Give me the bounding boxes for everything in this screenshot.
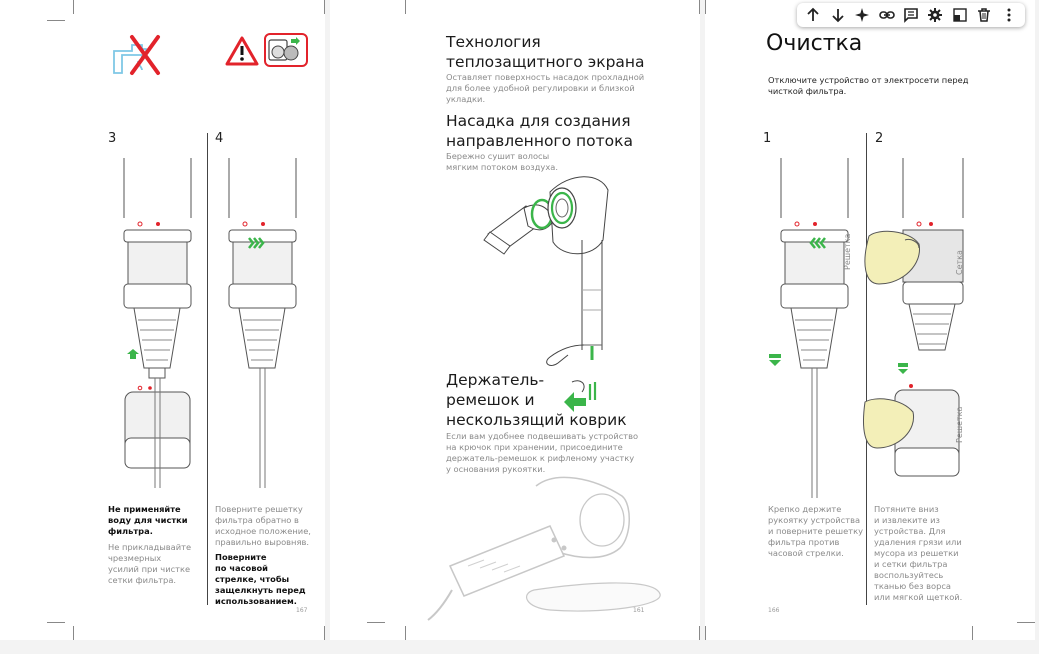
more-options-button[interactable] bbox=[999, 5, 1019, 25]
page-number: 166 bbox=[768, 607, 780, 614]
document-page-left: 3 4 Не применяйте воду для чистки фильтр… bbox=[0, 0, 325, 640]
unplug-icon bbox=[264, 33, 308, 67]
page-number: 167 bbox=[296, 607, 308, 614]
text-strap-mat: Если вам удобнее подвешивать устройство … bbox=[446, 431, 639, 474]
label-grille-1: Решетка bbox=[843, 233, 852, 270]
crop-button[interactable] bbox=[950, 5, 970, 25]
arrow-down-icon bbox=[832, 9, 844, 23]
arrow-up-icon bbox=[807, 7, 819, 21]
document-page-right: Очистка Отключите устройство от электрос… bbox=[705, 0, 1035, 640]
document-page-middle: Технология теплозащитного экрана Оставля… bbox=[330, 0, 700, 640]
step-4-instruction: Поверните по часовой стрелке, чтобы заще… bbox=[215, 552, 306, 606]
step-1-text: Крепко держите рукоятку устройства и пов… bbox=[768, 504, 864, 558]
step-3-illustration bbox=[123, 158, 192, 488]
page-number: 161 bbox=[633, 607, 645, 614]
no-water-icon bbox=[113, 35, 160, 75]
label-grille-2: Решетка bbox=[955, 406, 964, 443]
text-heat-shield: Оставляет поверхность насадок прохладной… bbox=[446, 72, 645, 104]
step-4-number: 4 bbox=[215, 131, 224, 146]
step-2-illustration bbox=[863, 158, 964, 477]
move-down-button[interactable] bbox=[828, 5, 848, 25]
heading-heat-shield: Технология теплозащитного экрана bbox=[446, 33, 645, 71]
ai-assistant-button[interactable] bbox=[852, 5, 872, 25]
link-icon bbox=[878, 11, 895, 19]
gear-icon bbox=[928, 8, 943, 22]
sparkle-icon bbox=[855, 8, 870, 22]
dryer-with-nozzle-illustration bbox=[483, 176, 609, 366]
floating-toolbar bbox=[797, 3, 1025, 27]
crop-icon bbox=[953, 8, 967, 22]
step-4-illustration bbox=[228, 158, 297, 488]
move-up-button[interactable] bbox=[803, 5, 823, 25]
trash-icon bbox=[978, 8, 991, 22]
step-3-warning: Не применяйте воду для чистки фильтра. bbox=[108, 504, 188, 536]
step-3-note: Не прикладывайте чрезмерных усилий при ч… bbox=[108, 542, 192, 585]
step-1-illustration bbox=[769, 158, 849, 498]
dryer-on-mat-illustration bbox=[427, 476, 661, 621]
comment-icon bbox=[904, 8, 918, 23]
warning-icon bbox=[225, 36, 259, 66]
step-2-number: 2 bbox=[875, 131, 884, 146]
step-4-note: Поверните решетку фильтра обратно в исхо… bbox=[215, 504, 311, 547]
text-nozzle: Бережно сушит волосы мягким потоком возд… bbox=[446, 151, 558, 172]
more-vertical-icon bbox=[1007, 8, 1011, 22]
heading-strap-mat: Держатель- ремешок и нескользящий коврик bbox=[446, 371, 627, 429]
link-button[interactable] bbox=[877, 5, 897, 25]
column-divider bbox=[207, 133, 208, 605]
step-1-number: 1 bbox=[763, 131, 772, 146]
comment-button[interactable] bbox=[901, 5, 921, 25]
section-title: Очистка bbox=[766, 31, 863, 56]
column-divider bbox=[866, 133, 867, 605]
strap-green-arrows bbox=[564, 380, 597, 412]
delete-button[interactable] bbox=[974, 5, 994, 25]
settings-button[interactable] bbox=[925, 5, 945, 25]
step-2-text: Потяните вниз и извлеките из устройства.… bbox=[874, 504, 963, 602]
step-3-number: 3 bbox=[108, 131, 117, 146]
heading-nozzle: Насадка для создания направленного поток… bbox=[446, 112, 633, 150]
intro-text: Отключите устройство от электросети пере… bbox=[768, 75, 969, 96]
label-mesh: Сетка bbox=[955, 250, 964, 275]
